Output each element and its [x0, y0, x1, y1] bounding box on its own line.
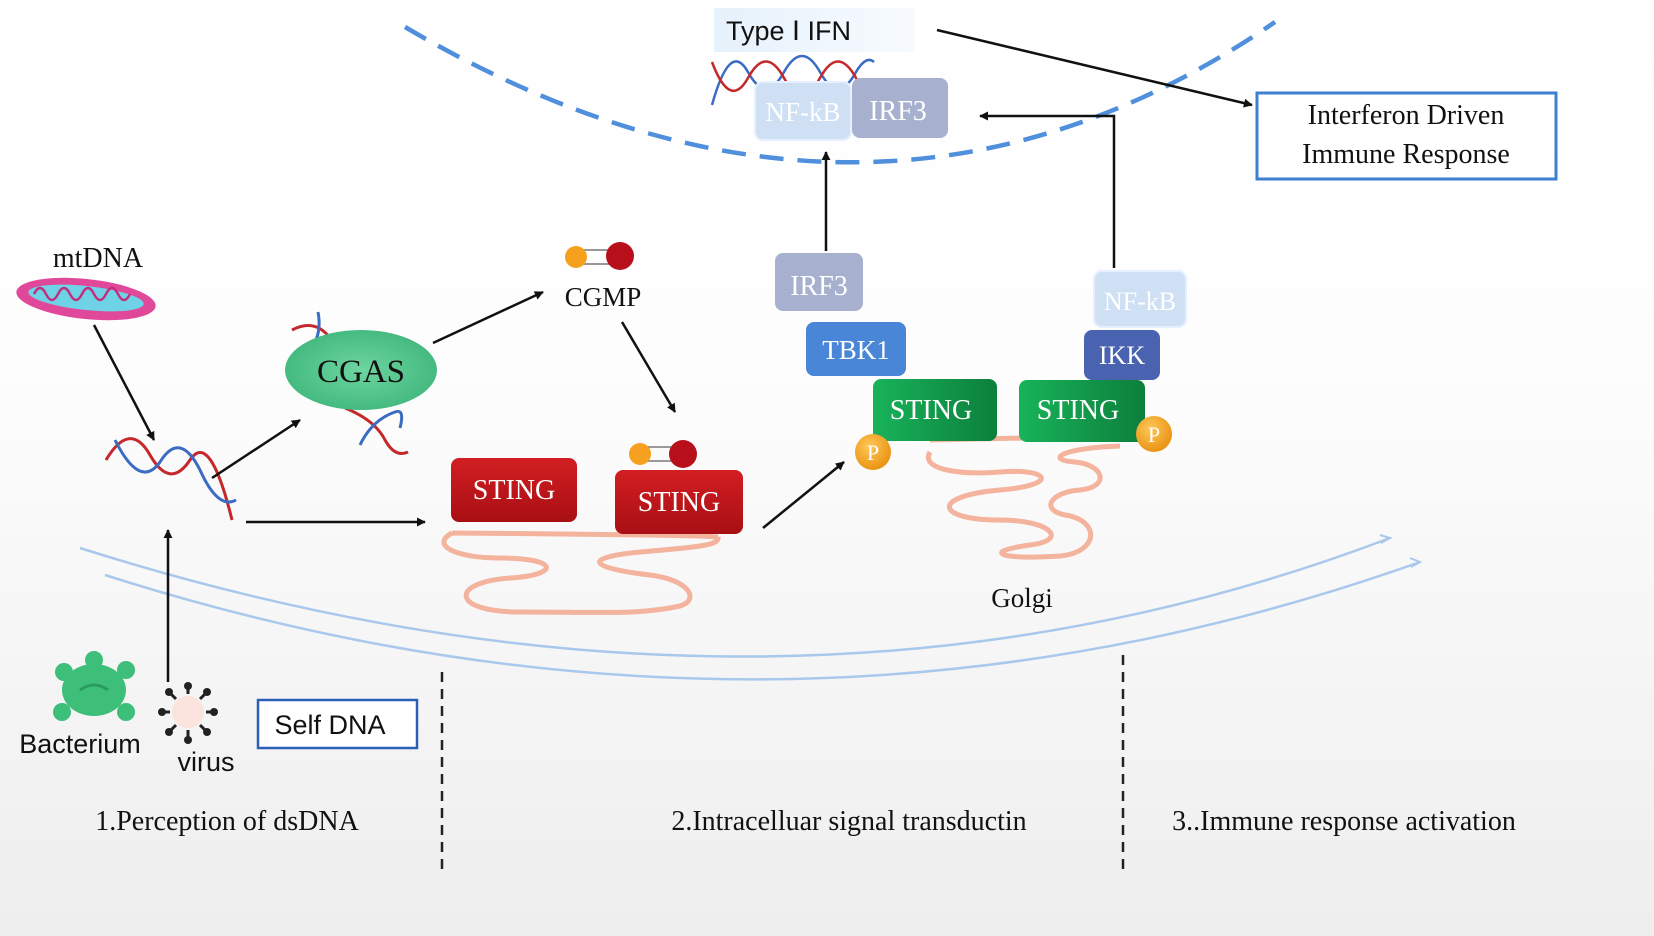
cgmp-label: CGMP [565, 282, 642, 312]
membrane-arrowhead [1409, 557, 1423, 568]
cell-membrane [79, 536, 1421, 681]
virus-label: virus [177, 747, 234, 777]
arrow-dsdna-to-cgas [211, 418, 301, 480]
type-ifn-box [714, 8, 914, 52]
sting-box [873, 379, 997, 441]
irf3-label: IRF3 [790, 271, 848, 302]
sting-box [1019, 380, 1145, 442]
bacterium-icon [53, 651, 135, 721]
sting-label: STING [1037, 395, 1119, 426]
cgamp-molecule-icon [565, 242, 634, 270]
nucleus-nfkb-label: NF-kB [765, 97, 840, 127]
mitochondrion-icon [16, 277, 156, 321]
stage-3-label: 3..Immune response activation [1172, 806, 1516, 837]
irf3-box [775, 253, 863, 311]
phosphate-icon [855, 434, 891, 470]
phosphate-label: P [867, 440, 879, 465]
arrow-sting-to-golgi [762, 461, 845, 529]
self-dna-label: Self DNA [274, 710, 385, 740]
golgi-label: Golgi [991, 583, 1053, 613]
type-ifn-label: Type Ⅰ IFN [726, 16, 851, 46]
sting-label: STING [890, 395, 972, 426]
interferon-response-box [1255, 91, 1558, 181]
arrow-cgas-to-cgamp [432, 290, 544, 345]
arrow-ifn-to-response [936, 28, 1253, 108]
nfkb-label: NF-kB [1104, 287, 1176, 316]
sting-box [451, 458, 577, 522]
interferon-line1: Interferon Driven [1308, 100, 1505, 131]
dna-helix-icon [104, 437, 237, 521]
tbk1-box [806, 322, 906, 376]
self-dna-box [256, 698, 419, 750]
arrow-cgamp-to-sting [620, 321, 677, 413]
cgamp-molecule-icon [629, 440, 697, 468]
ikk-label: IKK [1099, 341, 1145, 370]
arrow-mtdna-to-dsdna [92, 324, 156, 441]
cgas-enzyme [285, 330, 437, 410]
virus-icon [158, 682, 218, 744]
pathway-arrows [92, 28, 1253, 682]
membrane-arrowhead [1379, 534, 1393, 544]
sting-label: STING [473, 475, 555, 506]
sting-label: STING [638, 487, 720, 518]
er-membrane [441, 530, 721, 615]
sting-box [615, 470, 743, 534]
cgas-label: CGAS [317, 354, 405, 390]
arrow-nfkb-to-nucleus [979, 111, 1116, 268]
bacterium-label: Bacterium [19, 729, 141, 759]
mtdna-label: mtDNA [53, 243, 144, 274]
nucleus-irf3-label: IRF3 [869, 96, 927, 127]
phosphate-label: P [1148, 422, 1160, 447]
stage-2-label: 2.Intracelluar signal transductin [671, 806, 1026, 837]
nucleus-irf3-box [852, 78, 948, 138]
nfkb-box [1093, 270, 1187, 328]
phosphate-icon [1136, 416, 1172, 452]
nucleus-nfkb-box [754, 81, 852, 141]
nuclear-membrane [403, 20, 1277, 165]
tbk1-label: TBK1 [822, 335, 890, 365]
interferon-line2: Immune Response [1302, 139, 1510, 170]
golgi-membrane [926, 433, 1121, 560]
stage-1-label: 1.Perception of dsDNA [95, 806, 359, 837]
ikk-box [1084, 330, 1160, 380]
